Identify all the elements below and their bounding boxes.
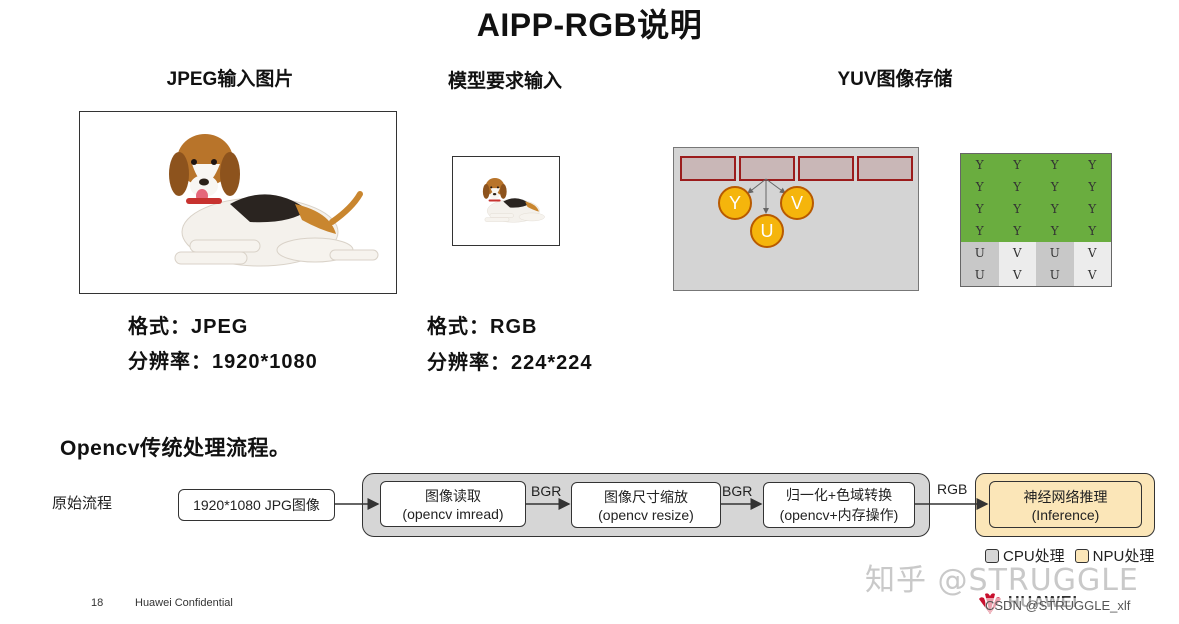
- model-heading: 模型要求输入: [405, 66, 605, 93]
- edge-label-bgr-1: BGR: [531, 483, 561, 499]
- model-format: 格式：RGB: [427, 310, 537, 339]
- yuv-grid-cell-y: Y: [1074, 198, 1112, 220]
- v-component-circle: V: [780, 186, 814, 220]
- confidential-label: Huawei Confidential: [135, 597, 233, 609]
- slide-title: AIPP-RGB说明: [0, 0, 1179, 46]
- yuv-grid-cell-u: U: [1036, 242, 1074, 264]
- yuv-grid-cell-v: V: [1074, 242, 1112, 264]
- jpeg-dog-image: [79, 111, 397, 294]
- yuv-grid-cell-u: U: [961, 264, 999, 286]
- u-component-circle: U: [750, 214, 784, 248]
- yuv-grid-cell-y: Y: [999, 176, 1037, 198]
- flow-arrows: [0, 460, 1179, 550]
- edge-label-bgr-2: BGR: [722, 483, 752, 499]
- y-component-circle: Y: [718, 186, 752, 220]
- yuv-grid-cell-u: U: [961, 242, 999, 264]
- yuv-grid-cell-y: Y: [1036, 220, 1074, 242]
- yuv-grid-cell-y: Y: [1074, 220, 1112, 242]
- dog-illustration: [80, 112, 396, 293]
- jpeg-resolution: 分辨率：1920*1080: [128, 345, 318, 374]
- yuv-grid-cell-v: V: [1074, 264, 1112, 286]
- yuv-grid-cell-y: Y: [961, 176, 999, 198]
- yuv-grid-cell-y: Y: [961, 198, 999, 220]
- yuv-grid-cell-v: V: [999, 264, 1037, 286]
- zhihu-watermark: 知乎 @STRUGGLE: [865, 555, 1139, 599]
- yuv-grid-cell-y: Y: [1036, 198, 1074, 220]
- yuv-grid-cell-y: Y: [1074, 176, 1112, 198]
- yuv-grid-cell-y: Y: [961, 154, 999, 176]
- opencv-section-heading: Opencv传统处理流程。: [60, 432, 291, 462]
- yuv-grid-cell-u: U: [1036, 264, 1074, 286]
- yuv-grid-cell-y: Y: [1036, 154, 1074, 176]
- edge-label-rgb: RGB: [937, 481, 967, 497]
- yuv-grid-cell-y: Y: [999, 154, 1037, 176]
- model-dog-image: [452, 156, 560, 246]
- jpeg-heading: JPEG输入图片: [130, 64, 330, 91]
- csdn-watermark: CSDN @STRUGGLE_xlf: [985, 598, 1130, 613]
- yuv-grid-cell-v: V: [999, 242, 1037, 264]
- yuv-grid-cell-y: Y: [961, 220, 999, 242]
- page-number: 18: [91, 597, 103, 609]
- yuv-grid-cell-y: Y: [999, 220, 1037, 242]
- yuv-grid-cell-y: Y: [999, 198, 1037, 220]
- dog-thumbnail: [453, 157, 559, 245]
- yuv-grid-cell-y: Y: [1074, 154, 1112, 176]
- jpeg-format: 格式：JPEG: [128, 310, 248, 339]
- yuv-grid-cell-y: Y: [1036, 176, 1074, 198]
- model-resolution: 分辨率：224*224: [427, 346, 593, 375]
- yuv-heading: YUV图像存储: [795, 64, 995, 91]
